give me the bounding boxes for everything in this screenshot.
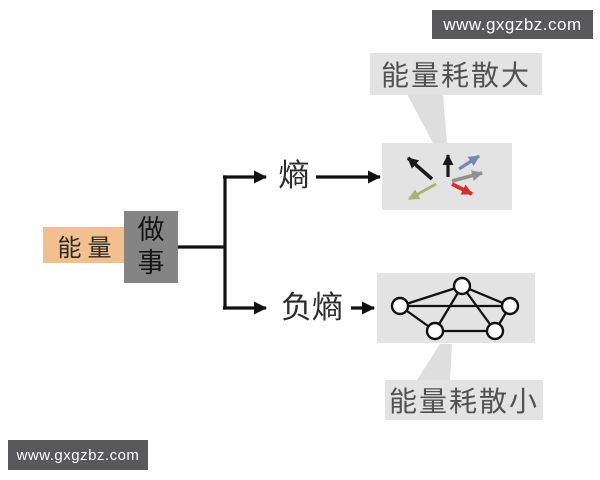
work-char-2: 事 bbox=[137, 248, 165, 278]
callout-top-tail bbox=[407, 94, 447, 143]
label-entropy: 熵 bbox=[278, 158, 310, 193]
network-edge-left-top bbox=[399, 284, 463, 308]
network-graph-viz bbox=[377, 273, 535, 343]
entropy-arrows-svg bbox=[406, 154, 483, 201]
watermark-bottom-left: www.gxgzbz.com bbox=[8, 440, 148, 470]
network-node-bottom-right bbox=[485, 321, 505, 341]
node-work: 做 事 bbox=[124, 211, 178, 283]
network-node-top bbox=[452, 276, 472, 296]
network-node-bottom-left bbox=[425, 321, 445, 341]
arrow-up-right bbox=[458, 154, 480, 171]
arrow-up-left bbox=[406, 156, 434, 181]
branch-lines bbox=[178, 175, 227, 310]
arrow-down-left bbox=[408, 182, 437, 201]
entropy-arrows-viz bbox=[382, 143, 512, 210]
network-graph-svg bbox=[390, 276, 520, 341]
arrow-right bbox=[451, 170, 483, 183]
watermark-top-right: www.gxgzbz.com bbox=[432, 10, 593, 39]
work-char-1: 做 bbox=[137, 215, 165, 245]
network-edge-top-bottom-right bbox=[461, 285, 496, 332]
network-node-left bbox=[390, 296, 410, 316]
network-node-right bbox=[500, 296, 520, 316]
callout-energy-dissipation-large: 能量耗散大 bbox=[370, 53, 542, 95]
callout-energy-dissipation-small: 能量耗散小 bbox=[385, 380, 543, 420]
node-energy: 能量 bbox=[43, 227, 126, 263]
arrow-down-right bbox=[451, 182, 473, 196]
label-negentropy: 负熵 bbox=[281, 290, 343, 325]
callout-bottom-tail bbox=[417, 344, 452, 380]
